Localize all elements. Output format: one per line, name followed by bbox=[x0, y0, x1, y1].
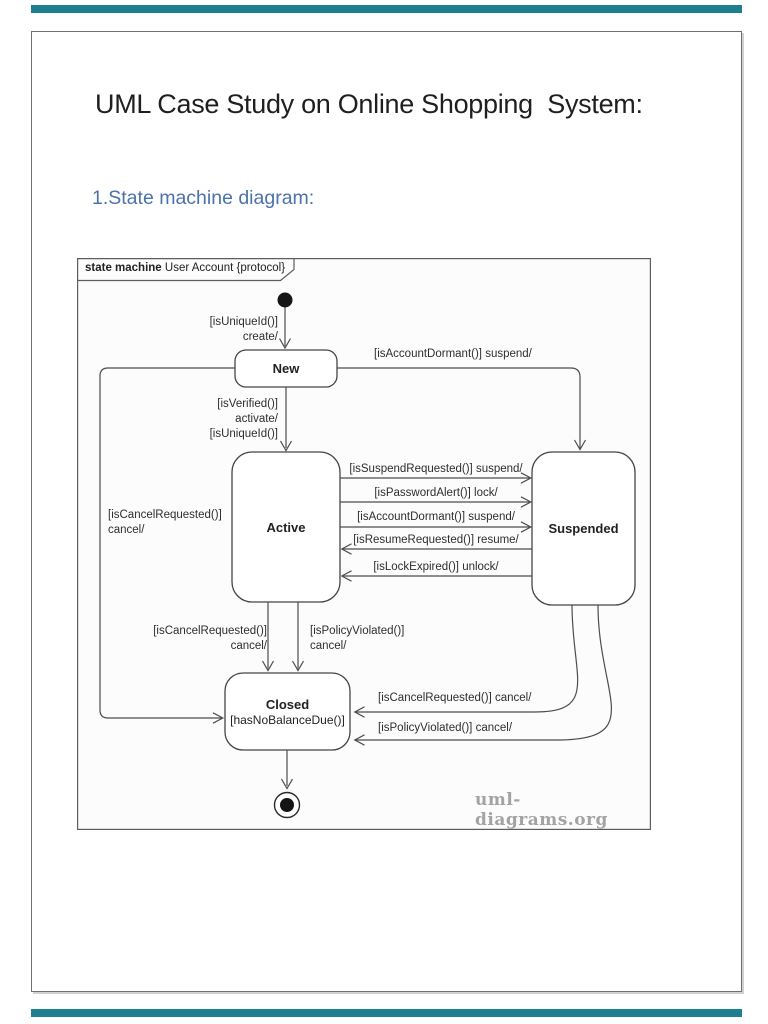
frame-title: state machine User Account {protocol} bbox=[85, 262, 285, 274]
top-accent-bar bbox=[31, 5, 742, 13]
frame-title-keyword: state machine bbox=[85, 262, 162, 274]
closed-constraint: [hasNoBalanceDue()] bbox=[230, 712, 345, 727]
label-cancel-right: [isCancelRequested()] cancel/ bbox=[378, 692, 532, 704]
bottom-accent-bar bbox=[31, 1009, 742, 1017]
initial-state-icon bbox=[277, 292, 293, 308]
state-closed-label: Closed [hasNoBalanceDue()] bbox=[230, 696, 345, 727]
transition-new-to-suspended bbox=[337, 367, 581, 448]
label-suspend: [isSuspendRequested()] suspend/ bbox=[349, 463, 523, 475]
state-active-label: Active bbox=[266, 519, 306, 535]
state-new-label: New bbox=[272, 361, 300, 376]
watermark: uml-diagrams.org bbox=[475, 790, 608, 830]
label-cancel-mid: [isCancelRequested()] cancel/ bbox=[153, 625, 267, 652]
diagram-frame-border bbox=[77, 258, 651, 830]
label-dormant-top: [isAccountDormant()] suspend/ bbox=[374, 348, 532, 360]
state-suspended-label: Suspended bbox=[548, 521, 619, 536]
frame-title-name: User Account {protocol} bbox=[161, 262, 286, 274]
transition-suspended-to-closed-cancel bbox=[355, 604, 579, 713]
label-policy-mid: [isPolicyViolated()] cancel/ bbox=[310, 625, 405, 652]
transition-new-to-closed bbox=[99, 367, 235, 719]
diagram-canvas bbox=[77, 258, 651, 830]
label-lock: [isPasswordAlert()] lock/ bbox=[374, 487, 498, 499]
state-suspended bbox=[531, 451, 636, 606]
document-title: UML Case Study on Online Shopping System… bbox=[95, 89, 643, 119]
label-cancel-left: [isCancelRequested()] cancel/ bbox=[108, 509, 222, 536]
label-activate: [isVerified()] activate/ [isUniqueId()] bbox=[209, 398, 278, 440]
label-unlock: [isLockExpired()] unlock/ bbox=[373, 561, 499, 573]
transition-suspended-to-closed-policy bbox=[355, 604, 612, 741]
label-resume: [isResumeRequested()] resume/ bbox=[353, 534, 519, 546]
label-create: [isUniqueId()] create/ bbox=[209, 316, 278, 343]
frame-title-tab bbox=[77, 258, 295, 282]
state-machine-diagram: state machine User Account {protocol} Ne… bbox=[77, 258, 651, 830]
label-dormant-mid: [isAccountDormant()] suspend/ bbox=[357, 511, 515, 523]
label-policy-right: [isPolicyViolated()] cancel/ bbox=[378, 722, 513, 734]
section-heading: 1.State machine diagram: bbox=[92, 187, 315, 209]
